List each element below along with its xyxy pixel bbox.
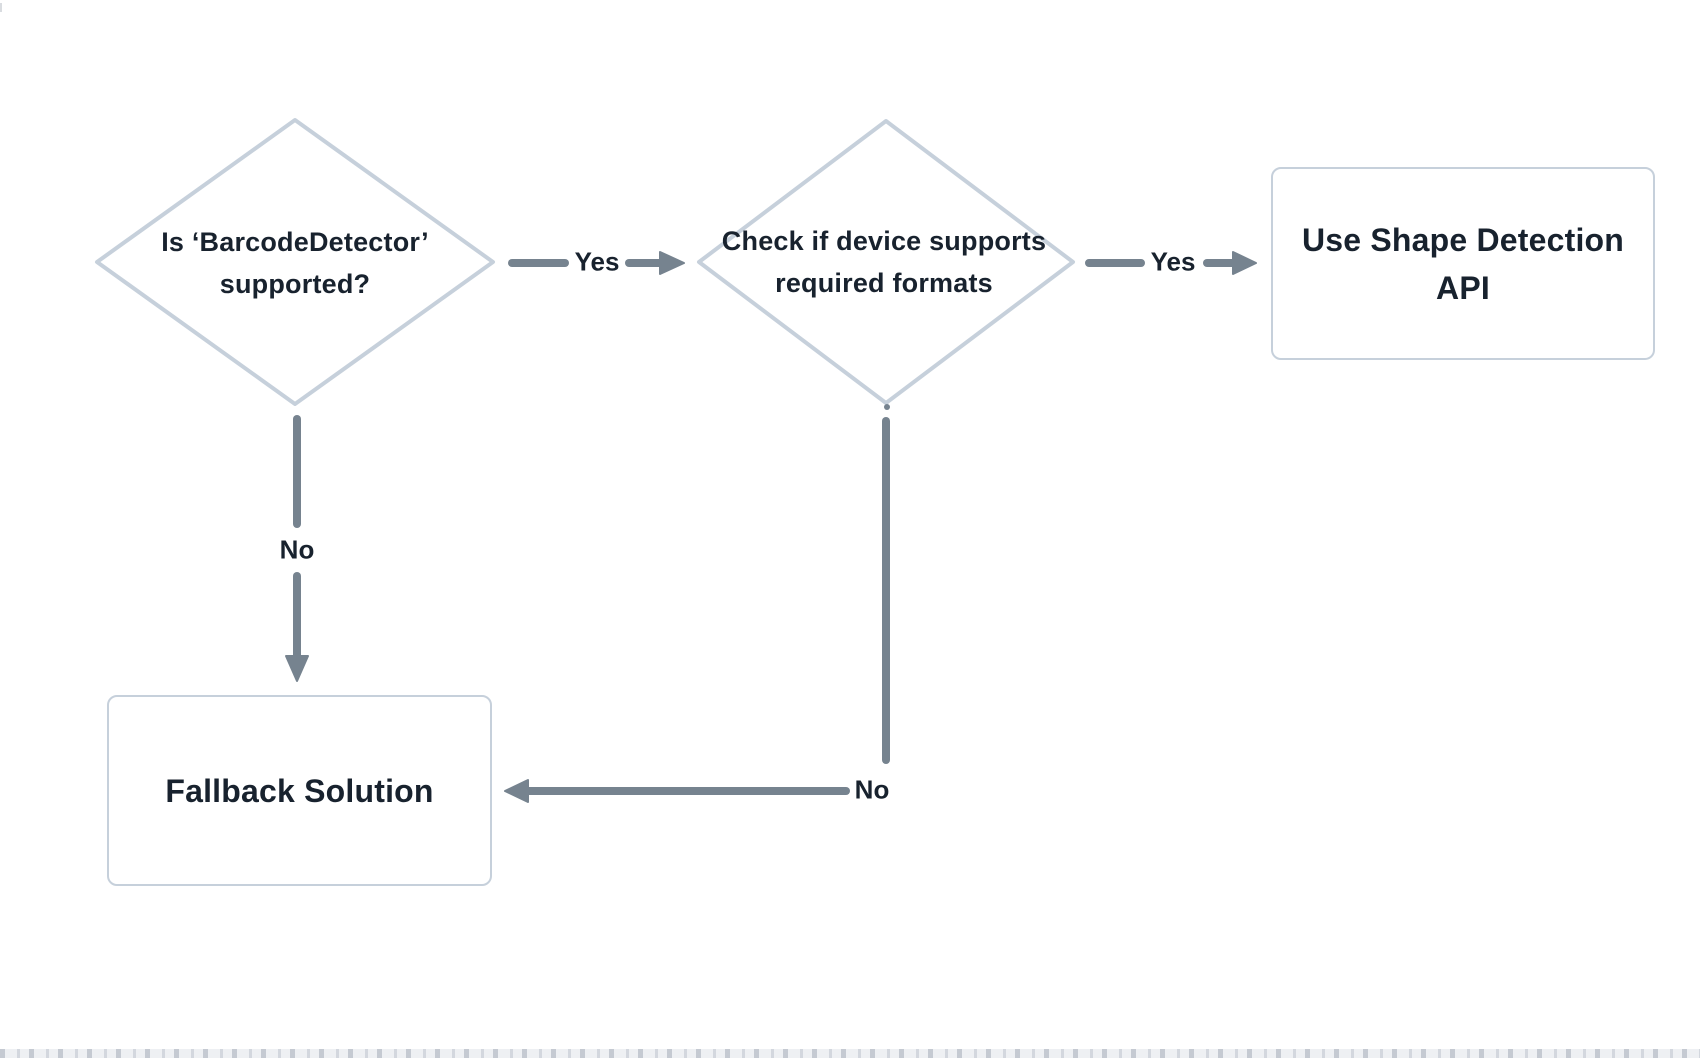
- node-label-line: Use Shape Detection: [1301, 221, 1625, 258]
- decision-label-formats: Check if device supports required format…: [704, 220, 1064, 304]
- clipped-bottom-content-strip: [0, 1049, 1700, 1058]
- process-box-fallback-solution: Fallback Solution: [107, 695, 492, 886]
- arrowhead-left: [504, 779, 529, 803]
- node-label-line: Is ‘BarcodeDetector’: [161, 227, 429, 257]
- decision-label-barcodedetector: Is ‘BarcodeDetector’ supported?: [115, 221, 475, 305]
- decision-diamond-barcodedetector: [95, 118, 495, 406]
- edge-label-no-2: No: [850, 774, 894, 806]
- node-label-line: required formats: [775, 268, 993, 298]
- node-label-line: Check if device supports: [721, 226, 1047, 256]
- decision-diamond-formats: [697, 119, 1075, 405]
- connector-endpoint-dot: [884, 404, 890, 410]
- edge-label-yes-1: Yes: [570, 246, 624, 278]
- arrowhead-down: [285, 655, 309, 682]
- arrowhead-right: [659, 251, 685, 275]
- node-label-line: Fallback Solution: [165, 772, 434, 809]
- edge-label-yes-2: Yes: [1146, 246, 1200, 278]
- node-label-line: API: [1436, 269, 1490, 306]
- process-box-label: Fallback Solution: [165, 767, 433, 815]
- node-label-line: supported?: [219, 269, 371, 299]
- left-edge-artifact: [0, 3, 2, 12]
- edge-label-no-1: No: [275, 534, 319, 566]
- arrowhead-right: [1232, 251, 1257, 275]
- process-box-label: Use Shape Detection API: [1302, 216, 1624, 312]
- process-box-use-shape-detection-api: Use Shape Detection API: [1271, 167, 1655, 360]
